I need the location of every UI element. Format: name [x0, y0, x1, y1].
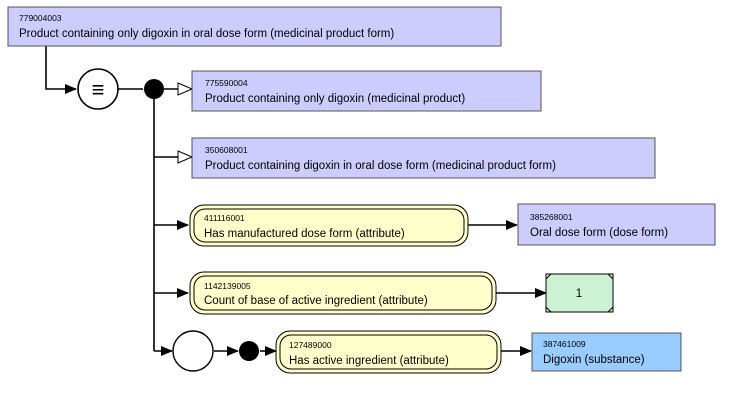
definition-status-node: ≡	[77, 68, 119, 110]
substance-id: 387461009	[543, 339, 586, 349]
attribute-node-1[interactable]: 411116001 Has manufactured dose form (at…	[189, 204, 469, 247]
attribute-label: Has active ingredient (attribute)	[289, 355, 449, 367]
concrete-value-node[interactable]: 1	[545, 273, 614, 313]
focus-concept-label: Product containing only digoxin in oral …	[19, 28, 394, 40]
substance-value-node[interactable]: 387461009 Digoxin (substance)	[531, 332, 682, 372]
substance-label: Digoxin (substance)	[543, 354, 645, 366]
focus-concept-id: 779004003	[19, 13, 62, 23]
parent-concept-label: Product containing only digoxin (medicin…	[205, 93, 465, 105]
focus-to-definition-connector	[45, 46, 77, 94]
parent-concept-id: 775590004	[205, 78, 248, 88]
role-group-conjunction-dot	[239, 341, 259, 361]
role-group-circle	[172, 330, 214, 372]
attribute-id: 127489000	[289, 340, 332, 350]
attribute-id: 1142139005	[204, 281, 251, 291]
attribute-label: Has manufactured dose form (attribute)	[204, 228, 405, 240]
attribute-label: Count of base of active ingredient (attr…	[204, 295, 428, 307]
attribute-node-2[interactable]: 1142139005 Count of base of active ingre…	[189, 271, 497, 315]
attribute-value-node-1[interactable]: 385268001 Oral dose form (dose form)	[517, 203, 716, 246]
equivalence-symbol-icon: ≡	[92, 77, 105, 102]
focus-concept-node[interactable]: 779004003 Product containing only digoxi…	[7, 6, 502, 47]
connector-lines	[45, 46, 547, 356]
parent-concept-label: Product containing digoxin in oral dose …	[205, 160, 556, 172]
attribute-value-label: Oral dose form (dose form)	[530, 227, 668, 239]
attribute-id: 411116001	[204, 213, 245, 223]
role-group-attribute-node[interactable]: 127489000 Has active ingredient (attribu…	[275, 330, 502, 374]
parent-concept-id: 350608001	[205, 145, 248, 155]
conjunction-dot	[144, 79, 164, 99]
attribute-value-id: 385268001	[530, 212, 573, 222]
parent-concept-node-1[interactable]: 775590004 Product containing only digoxi…	[191, 70, 542, 112]
parent-concept-node-2[interactable]: 350608001 Product containing digoxin in …	[191, 137, 656, 179]
concrete-value-label: 1	[576, 288, 582, 300]
